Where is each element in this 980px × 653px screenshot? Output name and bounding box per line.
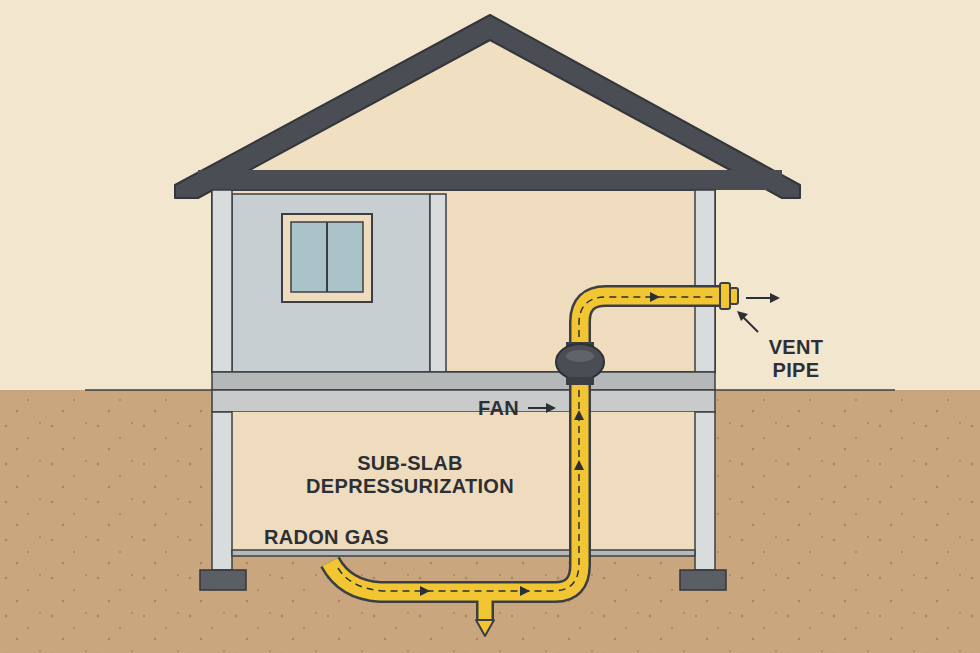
part-label: FAN [478, 397, 528, 420]
system-label: SUB-SLAB DEPRESSURIZATION [286, 452, 534, 498]
gas-label: RADON GAS [264, 526, 424, 549]
part-label: VENT PIPE [748, 336, 844, 382]
